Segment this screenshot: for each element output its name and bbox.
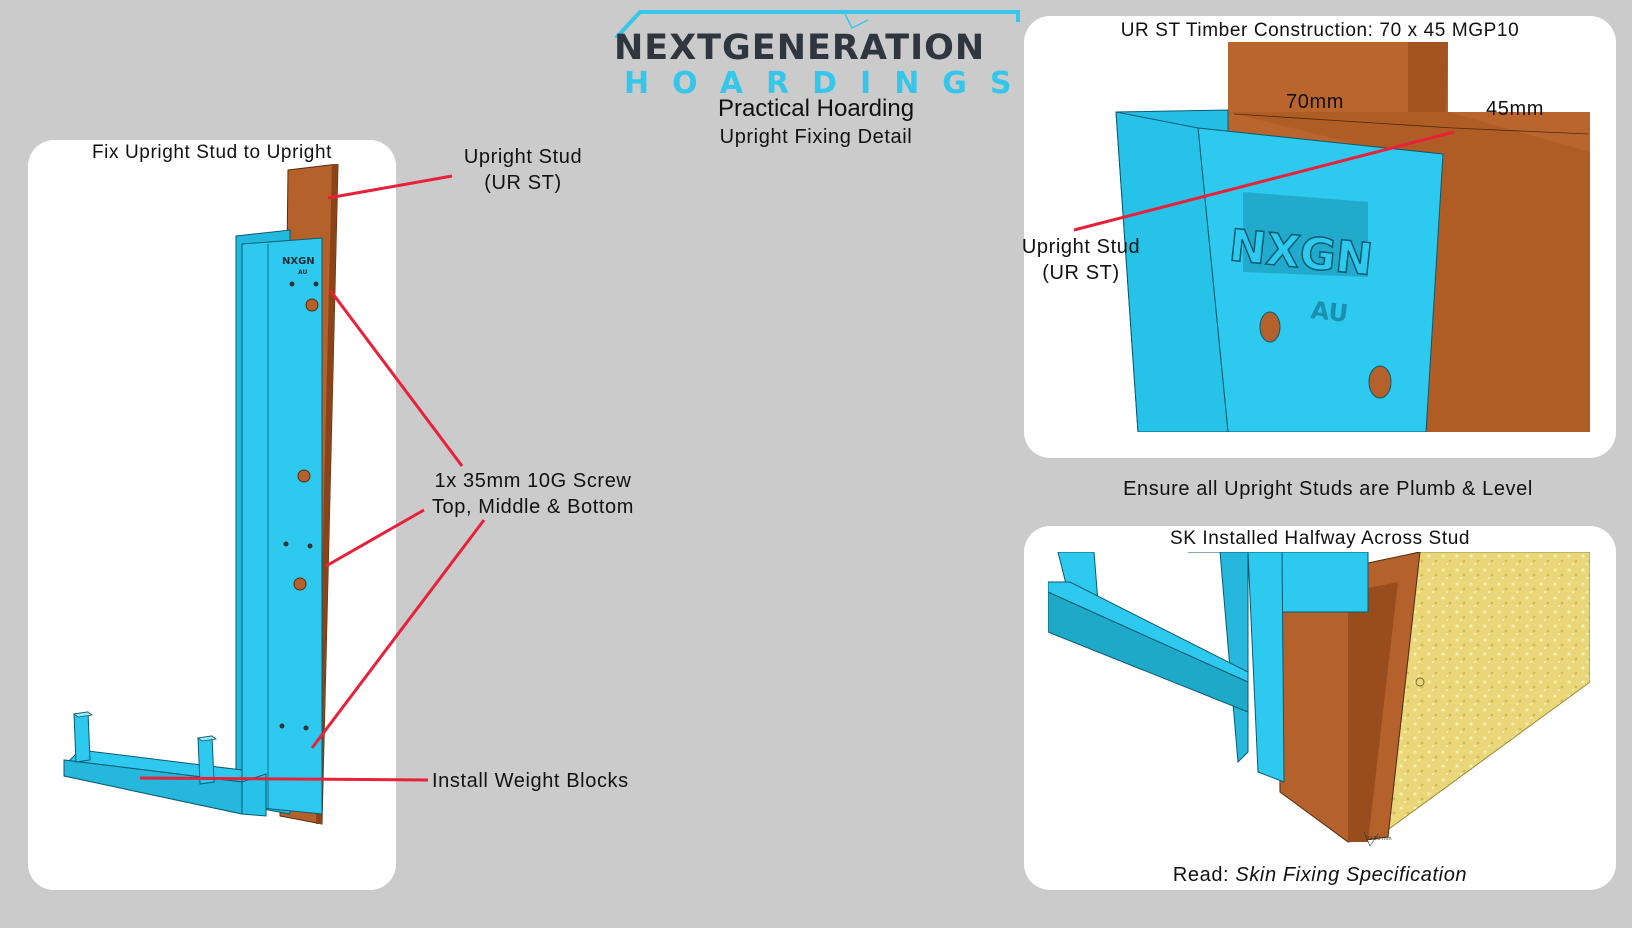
logo-text-top: NEXTGENERATION: [614, 28, 986, 68]
bracket-logo-mark: NXGN: [282, 256, 315, 267]
label-upright-stud-right-line2: (UR ST): [1042, 262, 1120, 284]
read-spec-line: Read: Skin Fixing Specification: [1024, 864, 1616, 887]
page-subtitle: Upright Fixing Detail: [719, 126, 913, 148]
dimension-70mm: 70mm: [1286, 91, 1344, 113]
label-screw: 1x 35mm 10G Screw Top, Middle & Bottom: [418, 468, 648, 520]
label-upright-stud-right: Upright Stud (UR ST): [1006, 234, 1156, 286]
logo-cutout: [1243, 192, 1368, 277]
view-upright-assembly: NXGN AU: [52, 164, 372, 864]
bolt-hole: [305, 298, 319, 312]
logo-swoosh: [614, 10, 1020, 38]
read-prefix: Read:: [1172, 864, 1230, 886]
panel-title-bottom-right: SK Installed Halfway Across Stud: [1169, 528, 1471, 549]
panel-title-left: Fix Upright Stud to Upright: [91, 142, 333, 163]
leader-screw-middle: [325, 508, 425, 568]
leader-screw-top: [328, 289, 464, 467]
label-upright-stud-left: Upright Stud (UR ST): [448, 144, 598, 196]
label-weight-blocks: Install Weight Blocks: [432, 770, 629, 792]
leader-weight-blocks: [139, 776, 429, 782]
panel-sk-installed: SK Installed Halfway Across Stud: [1024, 526, 1616, 890]
view-timber-closeup: NXGN AU: [1048, 42, 1590, 432]
screw-hole: [283, 541, 289, 547]
leader-upright-stud: [327, 174, 453, 200]
upright-assembly-drawing: NXGN AU: [63, 164, 339, 825]
label-upright-stud-left-line1: Upright Stud: [463, 146, 583, 168]
bolt-hole: [297, 469, 311, 483]
upright-channel: [241, 237, 323, 815]
screw-hole: [1415, 677, 1425, 687]
label-screw-line1: 1x 35mm 10G Screw: [434, 470, 632, 492]
label-upright-stud-left-line2: (UR ST): [484, 172, 562, 194]
panel-timber-construction: UR ST Timber Construction: 70 x 45 MGP10…: [1024, 16, 1616, 458]
note-plumb-level: Ensure all Upright Studs are Plumb & Lev…: [1123, 478, 1533, 500]
leader-upright-stud-right: [1073, 130, 1455, 232]
bolt-hole: [1368, 365, 1392, 399]
bolt-hole: [1259, 311, 1281, 343]
page-title: Practical Hoarding: [717, 95, 915, 122]
screw-hole: [289, 281, 295, 287]
timber-closeup-drawing: NXGN AU: [1115, 42, 1590, 432]
screw-hole: [313, 281, 319, 287]
leader-screw-bottom: [310, 519, 486, 749]
bolt-hole: [293, 577, 307, 591]
bracket-au-cutout: AU: [1309, 296, 1349, 328]
label-screw-line2: Top, Middle & Bottom: [431, 496, 635, 518]
bracket-logo-mark-au: AU: [298, 269, 307, 276]
screw-hole: [303, 725, 309, 731]
label-upright-stud-right-line1: Upright Stud: [1021, 236, 1141, 258]
skin-closeup-drawing: 22.50 mm: [1048, 552, 1590, 847]
bracket-upright: [1247, 552, 1285, 783]
logo-text-bottom: HOARDINGS: [624, 66, 1035, 101]
panel-fix-upright: Fix Upright Stud to Upright NXGN AU: [28, 140, 396, 890]
view-skin-closeup: 22.50 mm: [1048, 552, 1590, 864]
dimension-45mm: 45mm: [1486, 98, 1544, 120]
tiny-dimension: 22.50 mm: [1366, 836, 1392, 842]
read-spec-link[interactable]: Skin Fixing Specification: [1235, 864, 1468, 886]
screw-hole: [307, 543, 313, 549]
panel-title-top-right: UR ST Timber Construction: 70 x 45 MGP10: [1120, 20, 1520, 41]
screw-hole: [279, 723, 285, 729]
